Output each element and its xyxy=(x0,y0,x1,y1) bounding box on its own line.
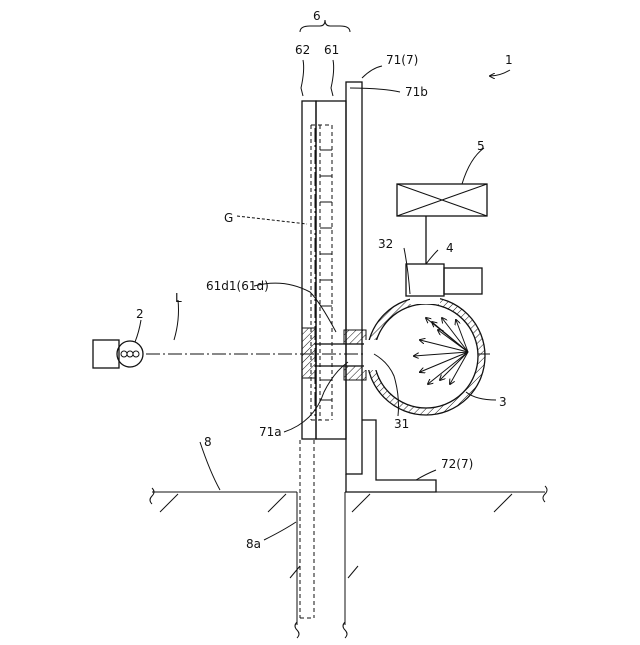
integrating-sphere xyxy=(364,294,485,415)
label-device: 1 xyxy=(505,53,513,67)
label-axis: L xyxy=(175,291,182,305)
label-ground: 8 xyxy=(204,435,212,449)
label-sphere: 3 xyxy=(499,395,507,409)
label-bracket-72: 72(7) xyxy=(441,457,473,471)
panel-brace xyxy=(300,20,350,32)
light-source xyxy=(93,340,143,368)
label-detector: 4 xyxy=(446,241,454,255)
label-glass: G xyxy=(224,211,233,225)
controller xyxy=(397,184,487,216)
ground xyxy=(150,486,547,638)
label-aperture: 61d1(61d) xyxy=(206,279,269,293)
label-hole: 8a xyxy=(246,537,261,551)
label-layer-62: 62 xyxy=(295,43,310,57)
label-layer-61: 61 xyxy=(324,43,339,57)
label-port-32: 32 xyxy=(378,237,393,251)
label-panel: 6 xyxy=(313,9,321,23)
label-light-source: 2 xyxy=(136,307,144,321)
frame-71 xyxy=(346,82,436,492)
label-frame-71: 71(7) xyxy=(386,53,418,67)
ground-hole xyxy=(300,440,314,618)
label-controller: 5 xyxy=(477,139,485,153)
label-port-31: 31 xyxy=(394,417,409,431)
label-frame-71b: 71b xyxy=(405,85,428,99)
detector xyxy=(406,216,482,296)
label-frame-71a: 71a xyxy=(259,425,282,439)
panel xyxy=(302,101,366,439)
